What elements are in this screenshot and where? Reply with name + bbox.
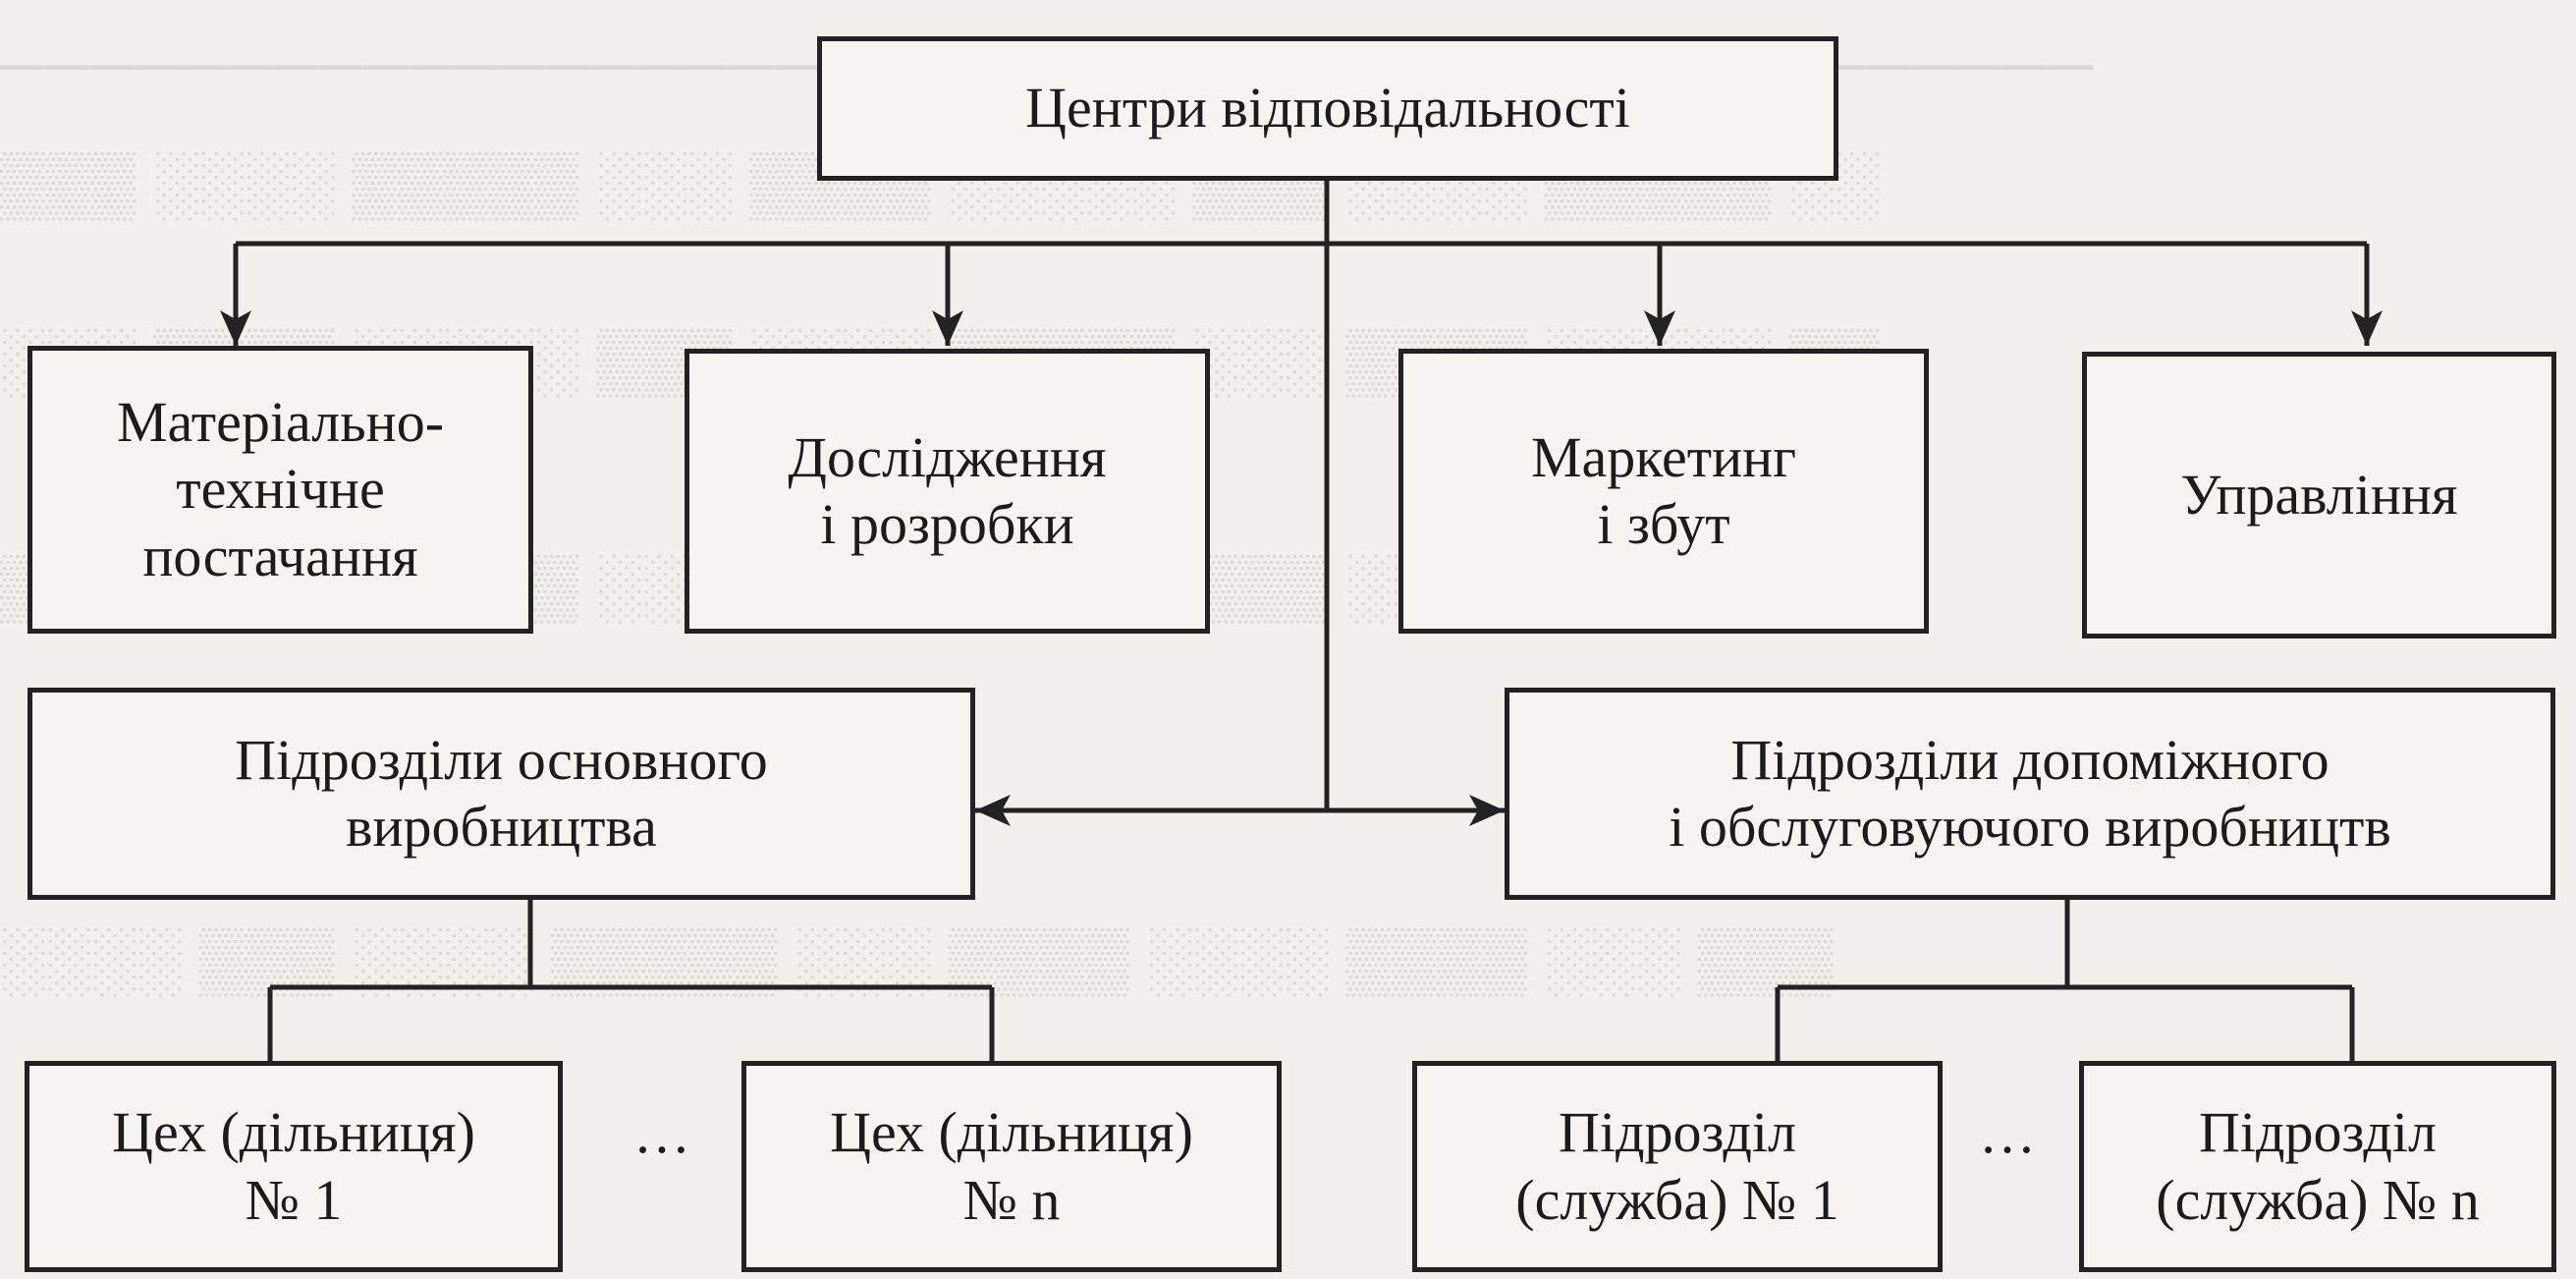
root-label: Центри відповідальності [1025,76,1630,140]
ellipsis-right: … [1979,1101,2036,1165]
level1-supply-line-1: Матеріально- [116,389,445,454]
level1-supply-line-3: постачання [142,524,418,588]
level3-service-n-line-1: Підрозділ [2199,1100,2437,1165]
level1-box-management: Управління [2082,352,2556,639]
level3-box-service-n: Підрозділ (служба) № n [2079,1061,2556,1272]
level3-box-workshop-n: Цех (дільниця) № n [741,1061,1282,1272]
level2-aux-line-2: і обслуговуючого виробництв [1669,795,2391,859]
level1-research-line-1: Дослідження [788,424,1107,489]
level3-service-1-line-2: (служба) № 1 [1515,1167,1839,1232]
level1-box-research: Дослідження і розробки [685,349,1210,634]
level3-service-n-line-2: (служба) № n [2156,1167,2480,1232]
level3-box-service-1: Підрозділ (служба) № 1 [1412,1061,1943,1272]
ellipsis-left: … [633,1101,690,1165]
level1-research-line-2: і розробки [820,492,1074,556]
level3-workshop-n-line-1: Цех (дільниця) [830,1100,1193,1165]
level2-box-auxiliary-production: Підрозділи допоміжного і обслуговуючого … [1505,688,2555,900]
level1-box-supply: Матеріально- технічне постачання [27,346,533,634]
level2-main-line-2: виробництва [346,795,657,859]
level2-main-line-1: Підрозділи основного [235,727,768,792]
level2-box-main-production: Підрозділи основного виробництва [27,688,975,900]
level1-management-line-1: Управління [2180,462,2458,527]
root-box: Центри відповідальності [817,36,1838,181]
level2-aux-line-1: Підрозділи допоміжного [1730,727,2329,792]
level3-workshop-1-line-1: Цех (дільниця) [112,1100,475,1165]
level1-marketing-line-1: Маркетинг [1530,424,1796,489]
level1-marketing-line-2: і збут [1597,492,1730,556]
level3-workshop-n-line-2: № n [962,1167,1061,1232]
level3-workshop-1-line-2: № 1 [245,1167,343,1232]
level1-box-marketing: Маркетинг і збут [1398,349,1929,634]
level3-box-workshop-1: Цех (дільниця) № 1 [25,1061,563,1272]
level1-supply-line-2: технічне [176,457,385,522]
level3-service-1-line-1: Підрозділ [1559,1100,1796,1165]
